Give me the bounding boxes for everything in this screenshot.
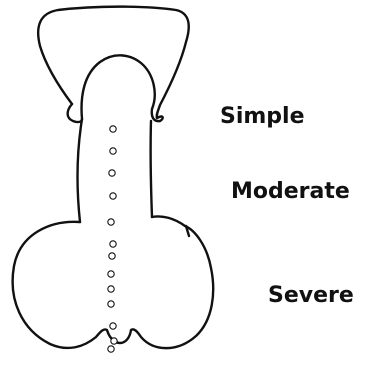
dot-marker-icon bbox=[110, 193, 116, 199]
dot-marker-icon bbox=[111, 338, 117, 344]
dot-marker-icon bbox=[110, 241, 116, 247]
dot-marker-icon bbox=[108, 346, 114, 352]
simple-label: Simple bbox=[220, 106, 305, 128]
dot-marker-icon bbox=[109, 253, 115, 259]
shaft-right-outline bbox=[151, 121, 152, 217]
moderate-label: Moderate bbox=[231, 181, 350, 203]
dot-marker-icon bbox=[109, 170, 115, 176]
upper-hood-outline bbox=[38, 7, 189, 118]
dot-marker-icon bbox=[108, 271, 114, 277]
head-outline bbox=[68, 55, 163, 122]
dot-marker-icon bbox=[110, 126, 116, 132]
severe-label: Severe bbox=[268, 285, 354, 307]
dot-marker-icon bbox=[108, 286, 114, 292]
dot-marker-icon bbox=[108, 301, 114, 307]
dot-column bbox=[108, 126, 117, 352]
dot-marker-icon bbox=[110, 148, 116, 154]
shaft-left-outline bbox=[78, 119, 82, 222]
dot-marker-icon bbox=[110, 323, 116, 329]
dot-marker-icon bbox=[108, 219, 114, 225]
